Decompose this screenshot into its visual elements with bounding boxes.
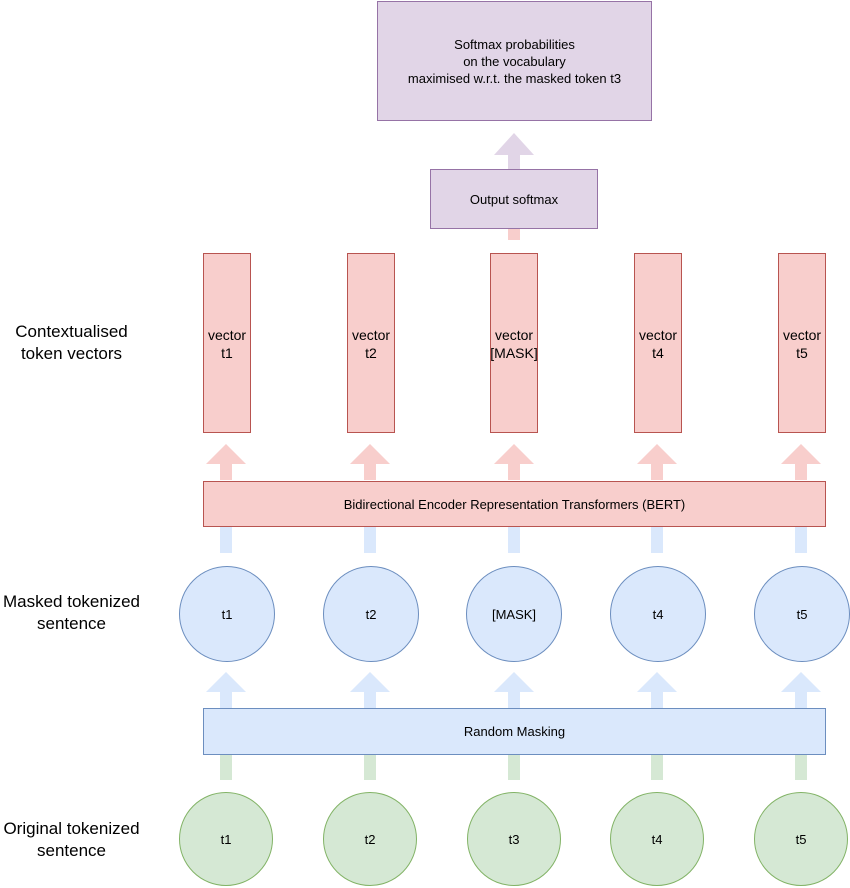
vector-label: vector t4 [638, 327, 678, 361]
masked-token-node: t5 [754, 566, 850, 662]
arrow-shaft-1 [220, 755, 232, 780]
purple-arrow [494, 133, 534, 169]
arrow-shaft-3 [508, 755, 520, 780]
vector-t1-box: vector t1 [203, 253, 251, 433]
output-softmax-label: Output softmax [469, 191, 559, 207]
original-token-node: t2 [323, 792, 417, 886]
softmax-probabilities-box: Softmax probabilities on the vocabulary … [377, 1, 652, 121]
arrow-shaft-5 [795, 755, 807, 780]
masked-token-node: t2 [323, 566, 419, 662]
original-token-node: t5 [754, 792, 848, 886]
green-arrows [220, 755, 807, 780]
original-token-label: t4 [651, 831, 663, 847]
vector-label: vector t1 [207, 327, 247, 361]
masked-token-label: t5 [796, 606, 808, 622]
vector-t2-box: vector t2 [347, 253, 395, 433]
arrow-shaft-4 [651, 755, 663, 780]
vector-t4-box: vector t4 [634, 253, 682, 433]
original-token-node: t4 [610, 792, 704, 886]
masked-token-node: t4 [610, 566, 706, 662]
bert-box: Bidirectional Encoder Representation Tra… [203, 481, 826, 527]
softmax-probabilities-label: Softmax probabilities on the vocabulary … [407, 36, 622, 86]
arrow-shaft-2 [364, 755, 376, 780]
masked-token-node: t1 [179, 566, 275, 662]
vector-label: vector [MASK] [490, 327, 538, 361]
original-token-label: t1 [220, 831, 232, 847]
masked-token-label: t1 [221, 606, 233, 622]
bert-label: Bidirectional Encoder Representation Tra… [343, 496, 686, 512]
masked-token-node: [MASK] [466, 566, 562, 662]
blue-arrows-lower [206, 672, 821, 708]
output-softmax-box: Output softmax [430, 169, 598, 229]
original-tokenized-sentence-label: Original tokenized sentence [3, 819, 140, 860]
blue-arrows-upper [220, 527, 807, 553]
masked-token-label: t2 [365, 606, 377, 622]
original-token-label: t5 [795, 831, 807, 847]
red-arrows [206, 229, 821, 480]
masked-tokenized-sentence-label: Masked tokenized sentence [2, 592, 141, 633]
original-token-label: t2 [364, 831, 376, 847]
masked-token-label: t4 [652, 606, 664, 622]
mask-to-softmax-arrow [508, 229, 520, 240]
random-masking-label: Random Masking [463, 724, 566, 739]
original-token-label: t3 [508, 831, 520, 847]
vector-mask-box: vector [MASK] [490, 253, 538, 433]
vector-label: vector t2 [351, 327, 391, 361]
original-token-node: t3 [467, 792, 561, 886]
masked-token-label: [MASK] [491, 606, 537, 622]
vector-t5-box: vector t5 [778, 253, 826, 433]
contextualised-token-vectors-label: Contextualised token vectors [15, 322, 128, 363]
vector-label: vector t5 [782, 327, 822, 361]
random-masking-box: Random Masking [203, 708, 826, 755]
original-token-node: t1 [179, 792, 273, 886]
